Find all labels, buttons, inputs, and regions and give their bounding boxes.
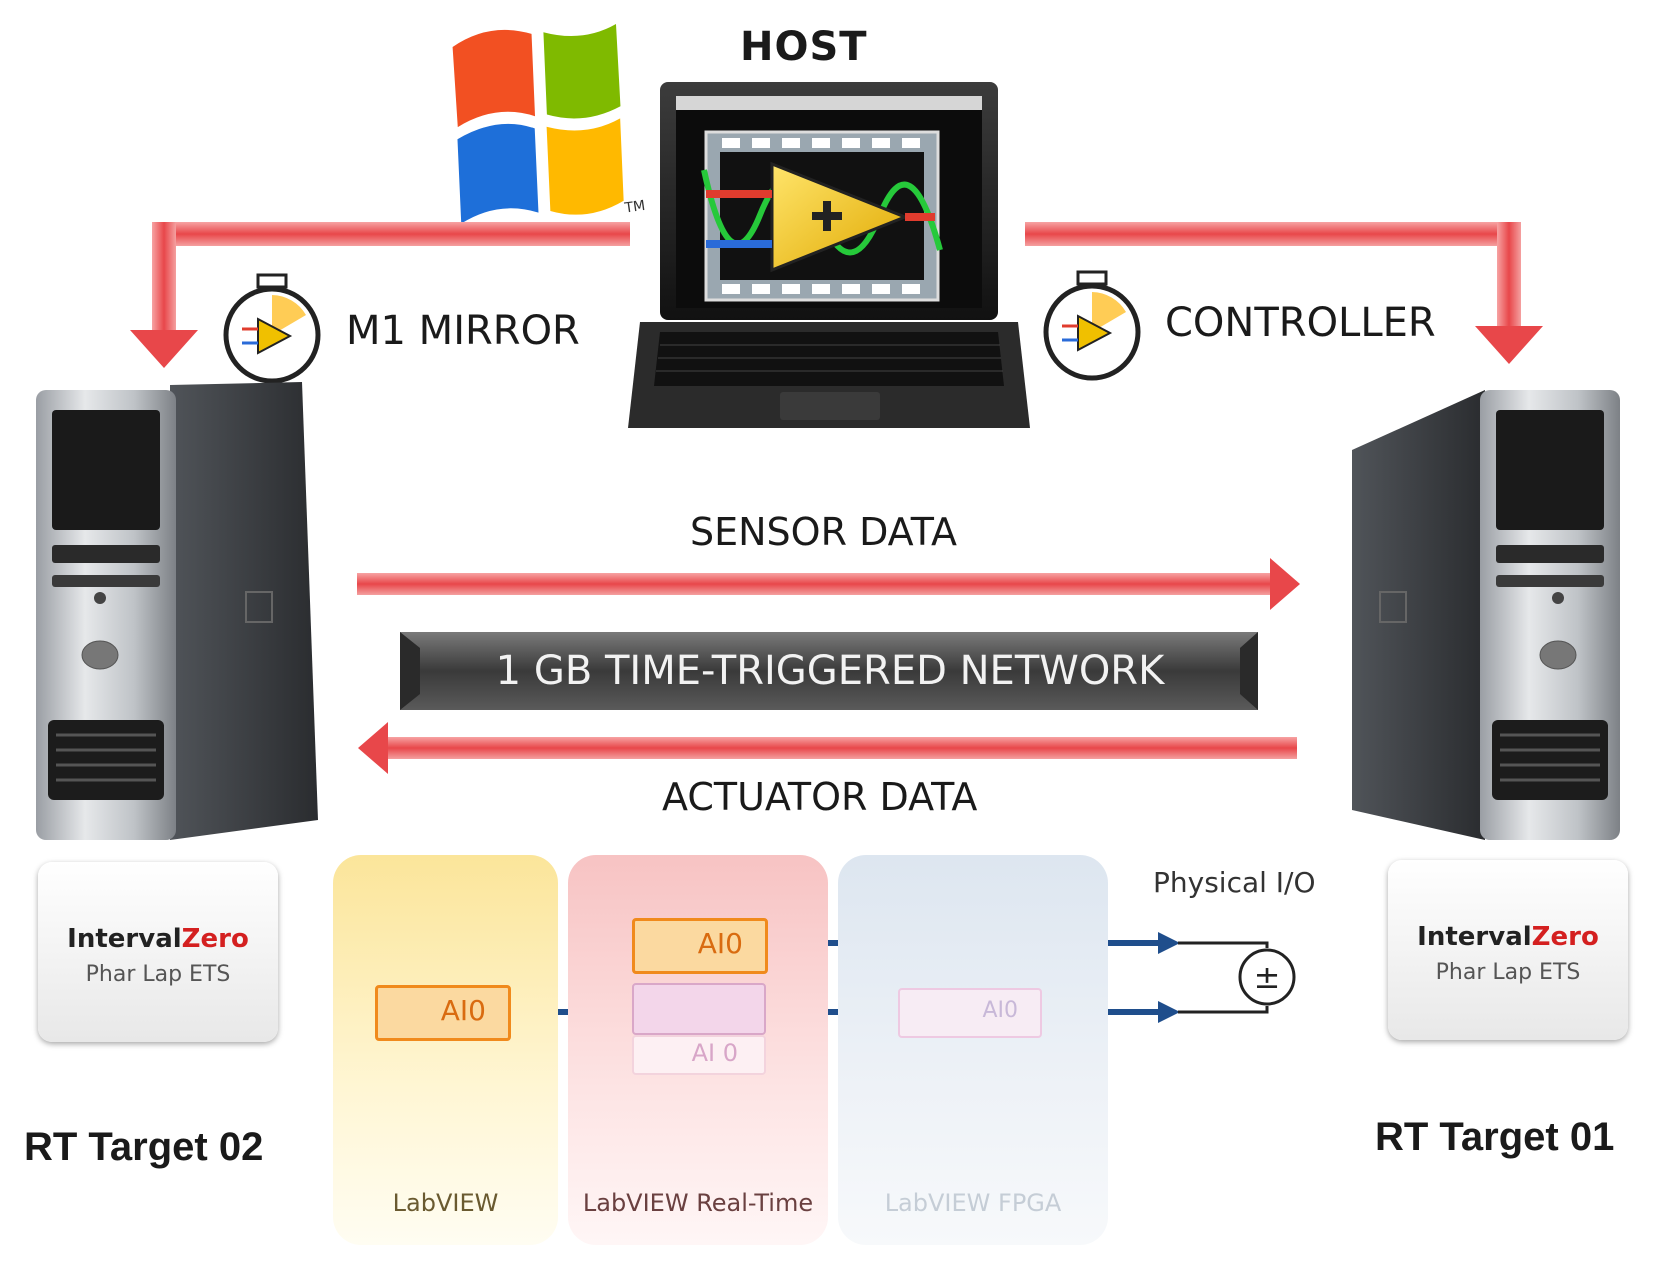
labview-panel: LabVIEW: [333, 855, 558, 1245]
intervalzero-badge-right: IntervalZero Phar Lap ETS: [1388, 860, 1628, 1040]
physical-io-label: Physical I/O: [1153, 866, 1316, 899]
tower-pc-icon: [1352, 390, 1620, 840]
windows-logo-icon: TM: [452, 24, 647, 224]
host-to-mirror-arrow: [130, 222, 630, 368]
ai-node-realtime: AI0: [632, 918, 768, 974]
ai-constant-node: AI 0: [632, 1035, 766, 1075]
labview-screen-icon: [701, 130, 943, 302]
phar-lap-label: Phar Lap ETS: [1435, 960, 1581, 985]
labview-fpga-caption: LabVIEW FPGA: [884, 1189, 1062, 1217]
rt-target-01-label: RT Target 01: [1375, 1115, 1615, 1159]
intervalzero-logo: IntervalZero: [1417, 922, 1599, 952]
mirror-label: M1 MIRROR: [346, 308, 580, 354]
svg-text:TM: TM: [623, 198, 647, 217]
rt-target-02-label: RT Target 02: [24, 1125, 264, 1169]
intervalzero-badge-left: IntervalZero Phar Lap ETS: [38, 862, 278, 1042]
actuator-data-arrow: [358, 722, 1297, 774]
actuator-data-label: ACTUATOR DATA: [662, 775, 978, 819]
controller-label: CONTROLLER: [1165, 300, 1436, 346]
sensor-data-arrow: [357, 558, 1300, 610]
network-banner: [400, 632, 1258, 710]
labview-caption: LabVIEW: [392, 1189, 499, 1217]
stopwatch-icon: [223, 273, 321, 384]
labview-realtime-caption: LabVIEW Real-Time: [582, 1189, 814, 1217]
stopwatch-icon: [1043, 270, 1141, 381]
ai-node-labview: AI0: [375, 985, 511, 1041]
tower-pc-icon: [36, 382, 318, 840]
host-label: HOST: [740, 24, 868, 70]
ai-node-fpga: AI0: [898, 988, 1042, 1038]
phar-lap-label: Phar Lap ETS: [85, 962, 231, 987]
timed-loop-node: [632, 983, 766, 1035]
host-to-controller-arrow: [1025, 222, 1543, 364]
network-banner-label: 1 GB TIME-TRIGGERED NETWORK: [495, 648, 1165, 694]
labview-fpga-panel: LabVIEW FPGA: [838, 855, 1108, 1245]
voltage-source-icon: ±: [1178, 941, 1296, 1014]
intervalzero-logo: IntervalZero: [67, 924, 249, 954]
svg-text:±: ±: [1254, 958, 1281, 996]
sensor-data-label: SENSOR DATA: [690, 510, 957, 554]
